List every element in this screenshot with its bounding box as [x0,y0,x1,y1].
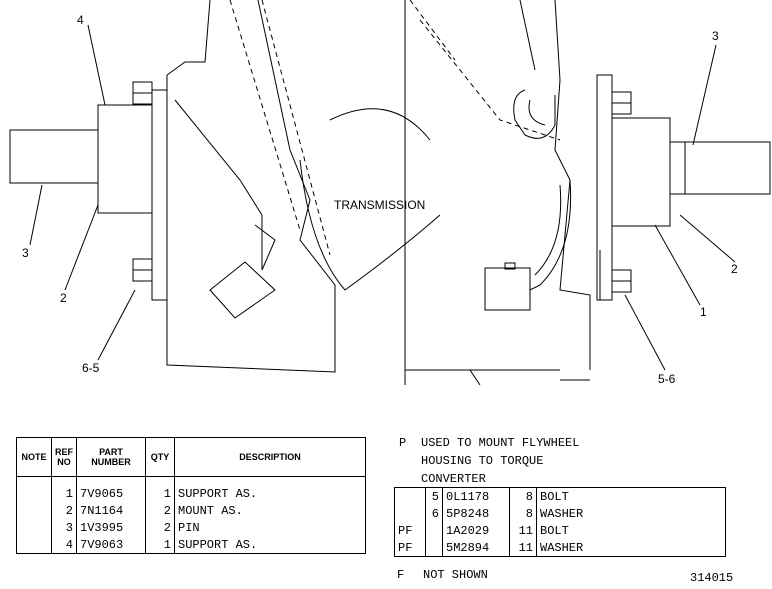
note-p-line: HOUSING TO TORQUE [421,454,544,468]
description-cell: SUPPORT AS. [174,476,366,502]
note-f-code: F [397,568,405,582]
header-description: DESCRIPTION [174,437,366,477]
hose [513,89,572,291]
callout-6-5: 6-5 [82,361,100,375]
ref-cell [425,539,443,557]
right-support-plate [596,74,613,301]
ref-cell: 2 [51,502,77,519]
note-p-line: USED TO MOUNT FLYWHEEL [421,436,580,450]
callout-2-left: 2 [60,291,67,305]
part-number-cell: 1A2029 [442,522,510,539]
transmission-label: TRANSMISSION [334,198,425,212]
note-parts-table: 5 0L1178 8 BOLT 6 5P8248 8 WASHER PF 1A2… [394,487,726,557]
part-number-cell: 5P8248 [442,505,510,522]
callout-2-right: 2 [731,262,738,276]
note-cell [16,502,52,519]
right-shaft [669,141,771,195]
illustration-number: 314015 [690,571,734,585]
table-row: 2 7N1164 2 MOUNT AS. [16,502,366,519]
callout-3-right: 3 [712,29,719,43]
qty-cell: 11 [509,539,537,557]
note-f: F NOT SHOWN [397,568,488,582]
description-cell: BOLT [536,487,726,505]
header-part-number: PART NUMBER [76,437,146,477]
ref-cell [425,522,443,539]
note-cell [394,487,426,505]
transmission-mount-drawing: TRANSMISSION 4 3 2 6-5 3 2 1 5-6 [9,0,771,386]
description-cell: PIN [174,519,366,536]
left-housing [166,0,336,373]
note-cell: PF [394,522,426,539]
qty-cell: 1 [145,476,175,502]
callout-3-left: 3 [22,246,29,260]
callout-5-6: 5-6 [658,372,676,386]
part-number-cell: 7V9065 [76,476,146,502]
callout-1: 1 [700,305,707,319]
description-cell: MOUNT AS. [174,502,366,519]
callout-4: 4 [77,13,84,27]
table-row: 6 5P8248 8 WASHER [394,505,726,522]
header-ref-no: REF NO [51,437,77,477]
left-mount-block [97,104,153,214]
note-cell [16,519,52,536]
table-row: 5 0L1178 8 BOLT [394,487,726,505]
parts-table: NOTE REF NO PART NUMBER QTY DESCRIPTION … [16,437,366,554]
note-p-code: P [399,436,407,450]
note-f-text: NOT SHOWN [423,568,488,582]
header-note: NOTE [16,437,52,477]
part-number-cell: 7N1164 [76,502,146,519]
ref-cell: 6 [425,505,443,522]
note-cell [16,476,52,502]
ref-cell: 5 [425,487,443,505]
part-number-cell: 0L1178 [442,487,510,505]
transmission-body [299,0,590,386]
note-cell [16,536,52,554]
description-cell: WASHER [536,539,726,557]
ref-cell: 3 [51,519,77,536]
qty-cell: 8 [509,487,537,505]
part-number-cell: 7V9063 [76,536,146,554]
left-support-plate [151,89,168,301]
part-number-cell: 1V3995 [76,519,146,536]
table-row: 1 7V9065 1 SUPPORT AS. [16,476,366,502]
qty-cell: 11 [509,522,537,539]
part-number-cell: 5M2894 [442,539,510,557]
note-p-line: CONVERTER [421,472,486,486]
description-cell: SUPPORT AS. [174,536,366,554]
header-qty: QTY [145,437,175,477]
sensor-box [484,267,531,311]
ref-cell: 1 [51,476,77,502]
note-cell: PF [394,539,426,557]
left-shaft [9,129,99,184]
qty-cell: 8 [509,505,537,522]
qty-cell: 2 [145,519,175,536]
note-cell [394,505,426,522]
table-row: 4 7V9063 1 SUPPORT AS. [16,536,366,554]
note-p: P USED TO MOUNT FLYWHEEL HOUSING TO TORQU… [399,434,579,488]
table-row: PF 1A2029 11 BOLT [394,522,726,539]
table-row: 3 1V3995 2 PIN [16,519,366,536]
table-row: PF 5M2894 11 WASHER [394,539,726,557]
right-mount-block [611,117,671,227]
qty-cell: 1 [145,536,175,554]
description-cell: WASHER [536,505,726,522]
description-cell: BOLT [536,522,726,539]
ref-cell: 4 [51,536,77,554]
qty-cell: 2 [145,502,175,519]
